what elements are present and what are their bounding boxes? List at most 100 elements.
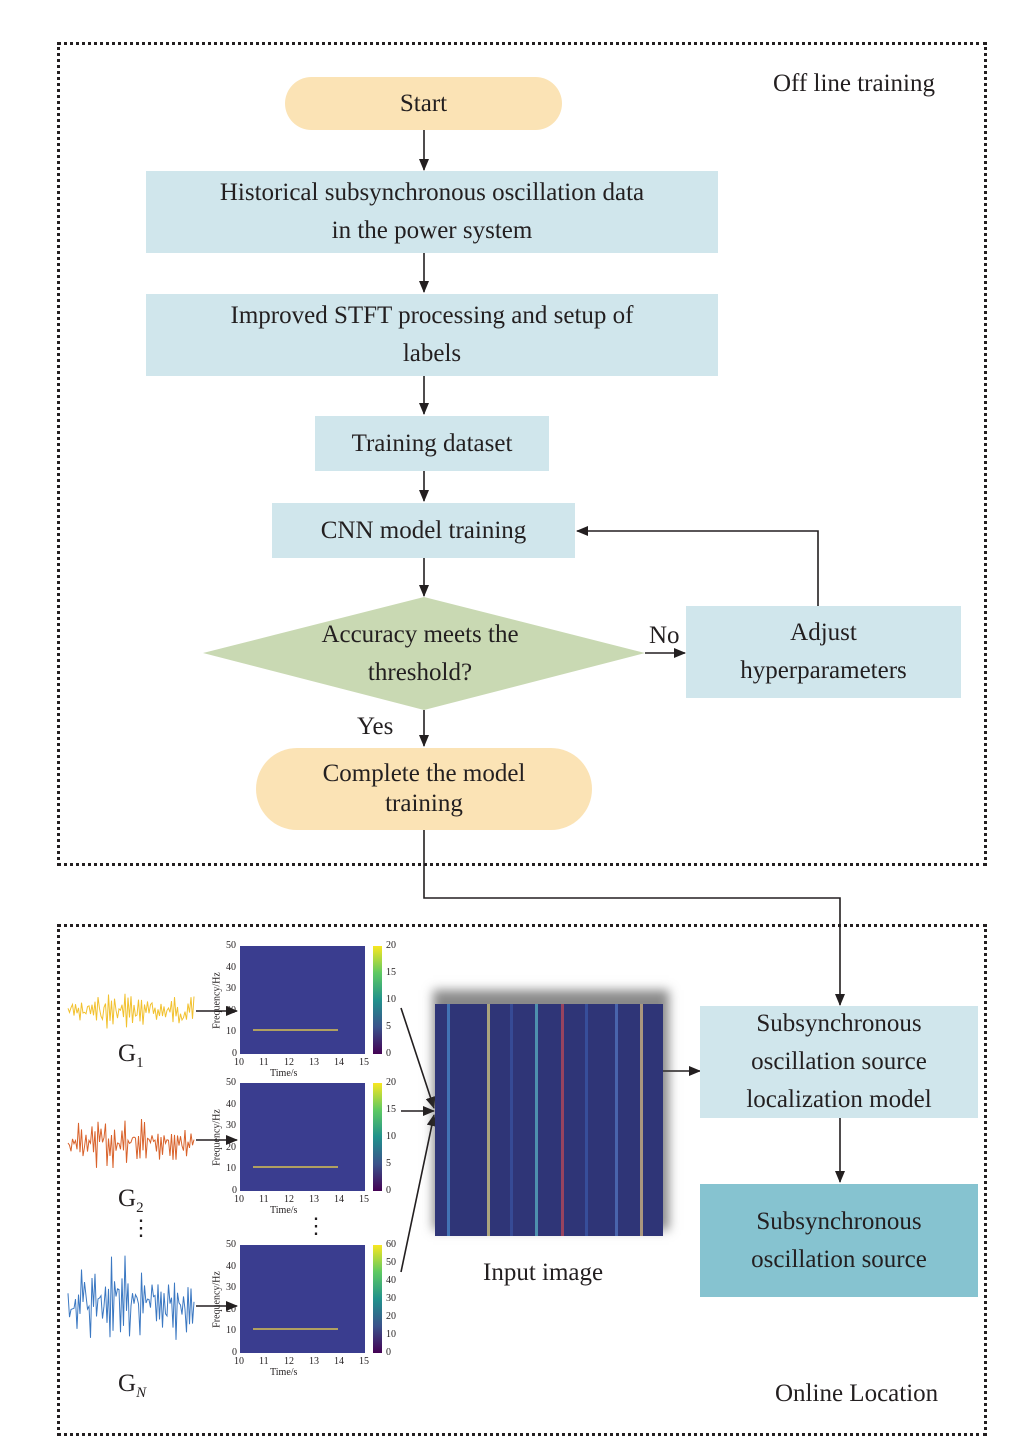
offline-training-region [57,42,987,866]
generator-gN-label: GN [118,1370,147,1401]
training-dataset-box: Training dataset [315,416,549,471]
spectrogram-ytick: 40 [226,961,236,973]
arrow-adjust-cnn [576,526,819,606]
colorbar-tick: 20 [386,1077,396,1088]
colorbar-tick: 10 [386,1329,396,1340]
spectrogram-xtick: 11 [259,1057,269,1068]
decision-diamond [203,597,645,710]
online-location-region [57,924,987,1436]
spectrogram-ytick: 20 [226,1004,236,1016]
spectrogram-frequency-line [253,1328,338,1330]
cnn-training-box: CNN model training [272,503,575,558]
spectrogram-xtick: 12 [284,1356,294,1367]
colorbar-tick: 15 [386,967,396,978]
signal-gN-waveform [67,1255,195,1340]
spectrogram-ytick: 0 [232,1048,237,1059]
spectrogram-xtick: 13 [309,1194,319,1205]
spectrogram-ytick: 0 [232,1185,237,1196]
spectrogram-ytick: 30 [226,983,236,995]
spectrogram-xtick: 15 [359,1356,369,1367]
spectrogram-xtick: 15 [359,1194,369,1205]
spectrogram-ylabel: Frequency/Hz [211,1271,223,1328]
arrow-specN-image [400,1114,437,1273]
adjust-hyperparameters-box: Adjust hyperparameters [686,606,961,698]
stft-processing-box: Improved STFT processing and setup of la… [146,294,718,376]
signal-g1-waveform [67,993,195,1029]
spectrogram-plot-area [240,1083,365,1191]
colorbar-tick: 5 [386,1158,391,1169]
spectrogram-ytick: 10 [226,1325,236,1337]
signal-g2-waveform [67,1118,195,1169]
colorbar-tick: 40 [386,1275,396,1286]
yes-label: Yes [357,713,394,740]
decision-text: Accuracy meets the threshold? [321,621,519,686]
colorbar-tick: 20 [386,1311,396,1322]
complete-training-node: Complete the model training [256,748,592,830]
colorbar-tick: 0 [386,1185,391,1196]
spectrogram-ylabel: Frequency/Hz [211,972,223,1029]
spectrogram-xtick: 14 [334,1194,344,1205]
spectrograms-ellipsis: ⋮ [305,1213,327,1238]
input-image [435,1004,663,1236]
colorbar-tick: 10 [386,994,396,1005]
spectrogram-plot-area [240,946,365,1054]
colorbar-tick: 0 [386,1048,391,1059]
colorbar-tick: 30 [386,1293,396,1304]
spectrogram-ytick: 20 [226,1303,236,1315]
spectrogram-xtick: 13 [309,1057,319,1068]
spectrogram-xtick: 10 [234,1194,244,1205]
spectrogram-frequency-line [253,1166,338,1168]
offline-region-label: Off line training [773,70,935,97]
spectrogram-xtick: 13 [309,1356,319,1367]
spectrogram-colorbar [373,1083,382,1191]
spectrogram-ytick: 50 [226,1077,236,1088]
spectrogram-ytick: 50 [226,1239,236,1250]
oscillation-source-box: Subsynchronous oscillation source [700,1184,978,1297]
spectrogram-xtick: 11 [259,1194,269,1205]
spectrogram-ylabel: Frequency/Hz [211,1109,223,1166]
spectrogram-ytick: 20 [226,1141,236,1153]
colorbar-tick: 50 [386,1257,396,1268]
generators-ellipsis: ⋮ [130,1215,152,1240]
spectrogram-xlabel: Time/s [270,1367,298,1378]
input-image-label: Input image [483,1259,604,1286]
spectrogram-ytick: 10 [226,1026,236,1038]
spectrogram-colorbar [373,946,382,1054]
spectrogram-ytick: 10 [226,1163,236,1175]
spectrogram-ytick: 30 [226,1282,236,1294]
spectrogram-xlabel: Time/s [270,1068,298,1079]
historical-data-box: Historical subsynchronous oscillation da… [146,171,718,253]
generator-g1-label: G1 [118,1040,144,1071]
colorbar-tick: 5 [386,1021,391,1032]
arrow-complete-model [423,830,845,1006]
spectrogram-frequency-line [253,1029,338,1031]
spectrogram-xtick: 12 [284,1194,294,1205]
arrow-spec1-image [400,1007,436,1109]
colorbar-tick: 15 [386,1104,396,1115]
spectrogram-xtick: 14 [334,1057,344,1068]
spectrogram-colorbar [373,1245,382,1353]
no-label: No [649,622,680,649]
online-region-label: Online Location [775,1380,939,1407]
spectrogram-ytick: 40 [226,1260,236,1272]
generator-g2-label: G2 [118,1185,144,1216]
spectrogram-xtick: 10 [234,1356,244,1367]
start-node: Start [285,77,562,130]
spectrogram-xtick: 10 [234,1057,244,1068]
colorbar-tick: 60 [386,1239,396,1250]
spectrogram-ytick: 0 [232,1347,237,1358]
colorbar-tick: 20 [386,940,396,951]
spectrogram-ytick: 40 [226,1098,236,1110]
spectrogram-xtick: 15 [359,1057,369,1068]
spectrogram-xtick: 14 [334,1356,344,1367]
spectrogram-xtick: 11 [259,1356,269,1367]
colorbar-tick: 10 [386,1131,396,1142]
spectrogram-xlabel: Time/s [270,1205,298,1216]
spectrogram-xtick: 12 [284,1057,294,1068]
spectrogram-ytick: 50 [226,940,236,951]
localization-model-box: Subsynchronous oscillation source locali… [700,1006,978,1118]
